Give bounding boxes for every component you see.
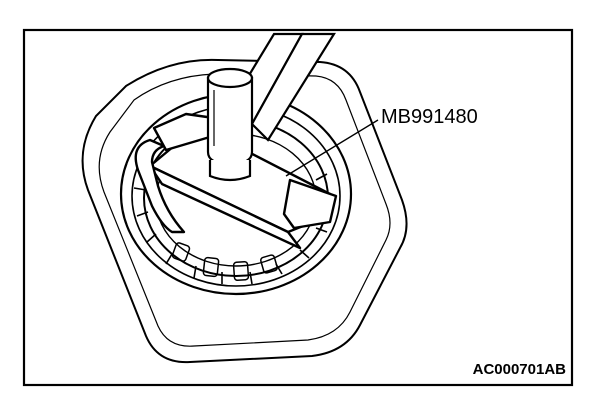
callout-leader-line [285,119,379,177]
figure-id: AC000701AB [473,361,567,378]
figure-frame [22,28,574,387]
callout-label: MB991480 [381,106,478,128]
special-tool [134,112,338,250]
socket-cylinder [206,67,254,182]
